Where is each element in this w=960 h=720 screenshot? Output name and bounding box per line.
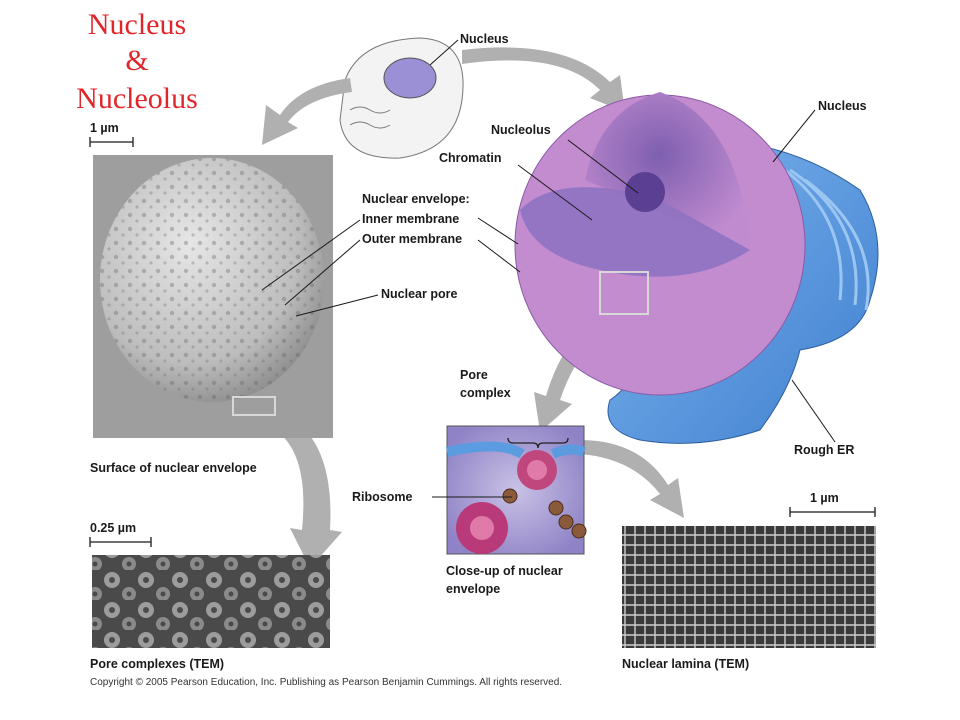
scale-label-top: 1 µm (90, 121, 119, 135)
nuclear-lamina-tem (622, 526, 876, 648)
label-chromatin: Chromatin (439, 151, 502, 165)
caption-pore-complexes: Pore complexes (TEM) (90, 657, 225, 671)
copyright-text: Copyright © 2005 Pearson Education, Inc.… (90, 677, 563, 688)
cell-sketch-icon (339, 37, 464, 159)
label-pore-complex-1: Pore (460, 368, 488, 382)
closeup-panel (445, 425, 587, 555)
label-ribosome: Ribosome (352, 490, 413, 504)
label-pore-complex-2: complex (460, 386, 511, 400)
label-inner-membrane: Inner membrane (362, 212, 460, 226)
label-outer-membrane: Outer membrane (362, 232, 463, 246)
scale-label-pore: 0.25 µm (90, 521, 137, 535)
title-line-1: Nucleus (87, 8, 187, 41)
pore-complexes-tem (92, 555, 330, 648)
label-nucleus-top: Nucleus (460, 32, 509, 46)
caption-closeup-2: envelope (446, 582, 501, 596)
label-rough-er: Rough ER (794, 443, 855, 457)
label-nuclear-envelope: Nuclear envelope: (362, 192, 470, 206)
label-nucleolus: Nucleolus (491, 123, 551, 137)
label-nuclear-pore: Nuclear pore (381, 287, 458, 301)
sem-nuclear-envelope (93, 155, 333, 438)
label-nucleus-right: Nucleus (818, 99, 867, 113)
title-line-2: & (125, 44, 149, 77)
caption-closeup-1: Close-up of nuclear (446, 564, 563, 578)
title-line-3: Nucleolus (76, 82, 198, 115)
caption-surface: Surface of nuclear envelope (90, 461, 257, 475)
scale-label-lamina: 1 µm (810, 491, 839, 505)
scale-bars (89, 137, 876, 547)
caption-nuclear-lamina: Nuclear lamina (TEM) (622, 657, 750, 671)
leader-lines (261, 39, 836, 498)
nucleus-er-illustration (514, 92, 879, 444)
